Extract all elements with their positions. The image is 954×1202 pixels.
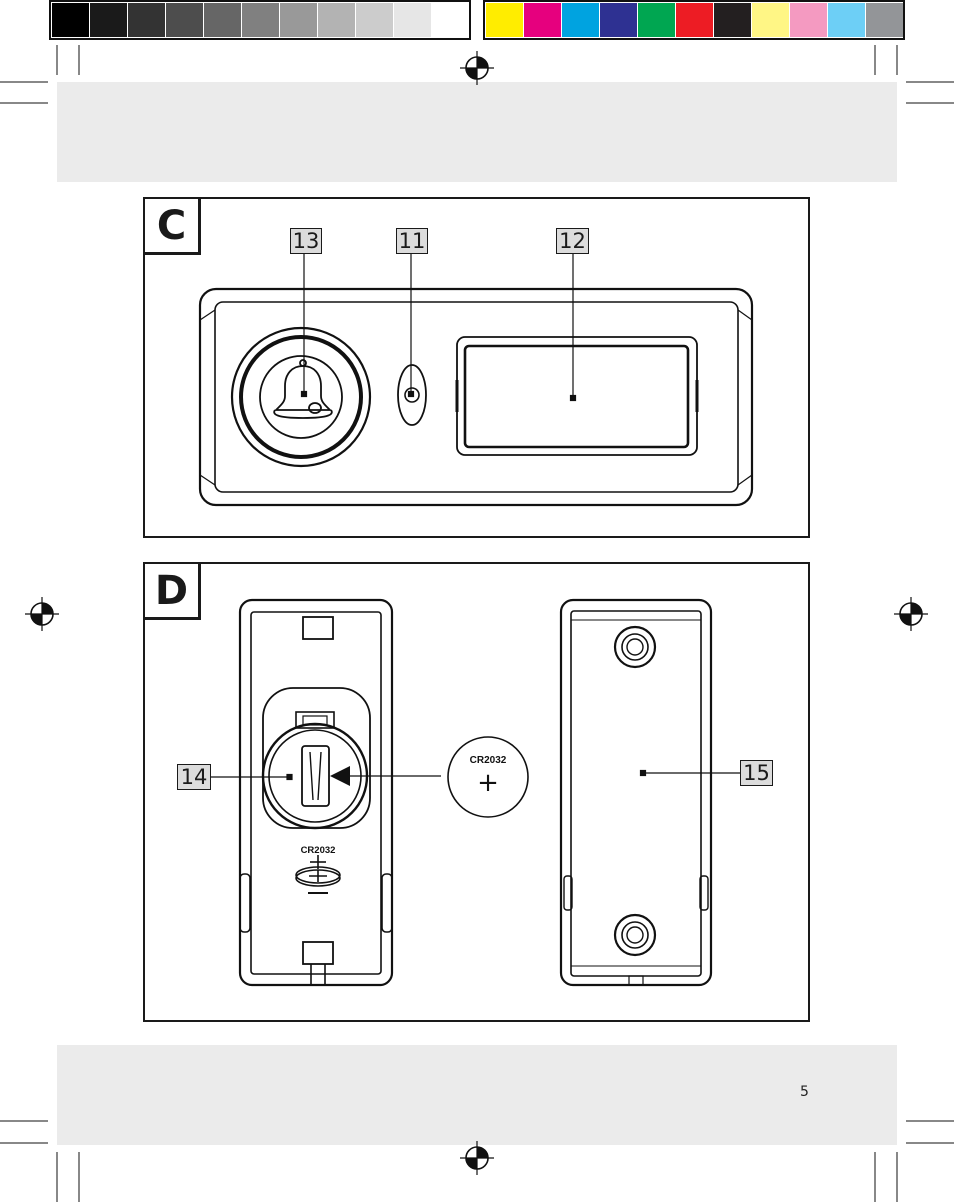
registration-mark-left [25, 597, 59, 631]
battery-type-label: CR2032 [470, 755, 507, 766]
battery-plus-sign: + [477, 768, 499, 798]
leader-lines-d [211, 771, 740, 780]
bell-icon [274, 360, 332, 418]
holder-type-label: CR2032 [301, 845, 336, 856]
callout-14: 14 [177, 764, 211, 790]
screw-hole-bottom [615, 915, 655, 955]
color-swatch [790, 3, 827, 37]
gray-swatch [394, 3, 431, 37]
page-number: 5 [800, 1084, 809, 1100]
color-swatch [638, 3, 675, 37]
gray-swatch [318, 3, 355, 37]
registration-mark-top [460, 51, 494, 85]
color-swatch [828, 3, 865, 37]
gray-swatch [432, 3, 469, 37]
callout-15: 15 [740, 760, 773, 786]
panel-c-letter: C [143, 197, 201, 255]
panel-d-letter: D [143, 562, 201, 620]
battery-orientation-icon [296, 855, 340, 893]
color-swatch [676, 3, 713, 37]
gray-swatch [166, 3, 203, 37]
gray-swatch [356, 3, 393, 37]
color-swatch [562, 3, 599, 37]
color-swatch [600, 3, 637, 37]
gray-swatch [280, 3, 317, 37]
color-swatch [486, 3, 523, 37]
callout-12: 12 [556, 228, 589, 254]
gray-swatch [128, 3, 165, 37]
name-label-window [457, 337, 697, 455]
screw-hole-top [615, 627, 655, 667]
battery-holder [263, 688, 370, 828]
gray-swatch [90, 3, 127, 37]
gray-swatch [204, 3, 241, 37]
color-swatch [752, 3, 789, 37]
color-swatch [714, 3, 751, 37]
callout-11: 11 [396, 228, 428, 254]
color-swatch [524, 3, 561, 37]
front-housing [200, 289, 752, 505]
color-swatch [866, 3, 903, 37]
callout-13: 13 [290, 228, 322, 254]
leader-lines-c [302, 254, 576, 401]
gray-swatch [242, 3, 279, 37]
registration-mark-right [894, 597, 928, 631]
registration-mark-bottom [460, 1141, 494, 1175]
gray-swatch [52, 3, 89, 37]
insert-arrow [330, 766, 441, 786]
